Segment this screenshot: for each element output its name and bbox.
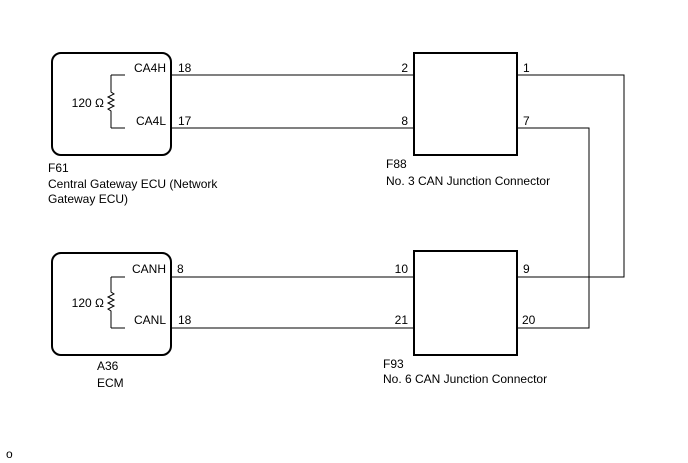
f93-connector-name: No. 6 CAN Junction Connector	[383, 372, 547, 386]
gateway-ecu-name-line2: Gateway ECU)	[48, 192, 128, 206]
gateway-ecu-code: F61	[48, 161, 69, 175]
ecm-box	[51, 252, 172, 356]
f93-pin-left-low: 21	[395, 313, 409, 327]
ecm-canl-label: CANL	[134, 313, 166, 327]
ecm-pin-canl: 18	[178, 313, 192, 327]
gateway-resistor-value: 120 Ω	[72, 96, 104, 110]
gateway-ecu: 120 Ω CA4H CA4L 18 17 F61 Central Gatewa…	[48, 52, 218, 206]
gateway-pin-ca4l: 17	[178, 114, 192, 128]
f88-junction-connector: 2 8 1 7 F88 No. 3 CAN Junction Connector	[386, 52, 550, 188]
wire-f88-pin1-to-f93-pin9	[517, 74, 625, 278]
gateway-ecu-box	[51, 52, 172, 156]
f88-pin-left-low: 8	[401, 114, 408, 128]
ecm-pin-canh: 8	[177, 262, 184, 276]
f88-connector-name: No. 3 CAN Junction Connector	[386, 174, 550, 188]
gateway-ca4l-label: CA4L	[136, 114, 166, 128]
ecm-resistor-value: 120 Ω	[72, 296, 104, 310]
ecm-terminating-resistor	[106, 277, 116, 328]
ecm-name: ECM	[97, 376, 124, 390]
wires	[171, 74, 625, 329]
f88-pin-left-high: 2	[401, 61, 408, 75]
f93-pin-left-high: 10	[395, 262, 409, 276]
f93-pin-right-low: 20	[522, 313, 536, 327]
f93-pin-right-high: 9	[523, 262, 530, 276]
f88-connector-box	[413, 52, 518, 156]
ecm-code: A36	[97, 359, 119, 373]
f88-connector-code: F88	[386, 157, 407, 171]
f93-connector-code: F93	[383, 357, 404, 371]
gateway-pin-ca4h: 18	[178, 61, 192, 75]
footer-mark: o	[6, 447, 13, 461]
gateway-ecu-name-line1: Central Gateway ECU (Network	[48, 177, 218, 191]
f88-pin-right-low: 7	[523, 114, 530, 128]
wire-f88-pin7-to-f93-pin20	[517, 127, 590, 329]
f88-pin-right-high: 1	[523, 61, 530, 75]
f93-connector-box	[413, 250, 518, 356]
f93-junction-connector: 10 21 9 20 F93 No. 6 CAN Junction Connec…	[383, 250, 547, 386]
gateway-ca4h-label: CA4H	[134, 61, 166, 75]
gateway-terminating-resistor	[106, 75, 116, 128]
ecm-canh-label: CANH	[132, 262, 166, 276]
ecm: 120 Ω CANH CANL 8 18 A36 ECM	[51, 252, 192, 390]
